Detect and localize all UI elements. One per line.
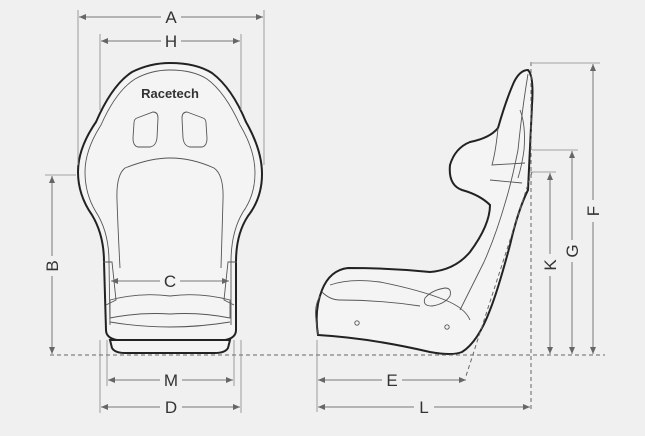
label-a: A — [165, 8, 177, 27]
front-view: Racetech — [76, 61, 264, 354]
front-seat-base — [108, 339, 232, 354]
front-seat-inner — [84, 69, 256, 326]
label-m: M — [164, 371, 178, 390]
side-cushion-line — [321, 291, 421, 307]
label-c: C — [164, 272, 176, 291]
label-g: G — [563, 244, 582, 257]
side-shoulder-wing — [489, 179, 523, 184]
front-cushion — [109, 294, 231, 319]
side-shell-inner-edge — [459, 73, 529, 311]
label-e: E — [386, 371, 397, 390]
dimension-labels: A H B C M D E L F G K — [42, 6, 603, 417]
dimension-lines — [45, 10, 600, 413]
brand-logo-text: Racetech — [141, 86, 199, 101]
hip-reference-line — [465, 171, 533, 377]
side-seat-shell — [315, 68, 534, 355]
side-mount-hole-rear — [444, 324, 450, 330]
front-torso-panel — [116, 157, 224, 269]
label-k: K — [541, 259, 560, 271]
front-cushion-lower — [109, 321, 231, 328]
front-seat-shell — [76, 61, 264, 341]
side-belt-slot — [423, 287, 451, 307]
label-l: L — [419, 398, 428, 417]
reference-lines — [50, 62, 605, 410]
side-back-rib — [517, 109, 525, 179]
side-thigh-bolster — [329, 280, 471, 321]
label-b: B — [43, 260, 62, 271]
side-mount-hole-front — [354, 320, 360, 326]
side-head-wing — [491, 127, 526, 166]
harness-slot-right — [181, 111, 208, 148]
label-h: H — [165, 32, 177, 51]
label-d: D — [165, 398, 177, 417]
harness-slot-left — [132, 111, 159, 148]
label-f: F — [584, 206, 603, 216]
side-front-lip — [315, 295, 321, 336]
side-view — [315, 68, 534, 355]
